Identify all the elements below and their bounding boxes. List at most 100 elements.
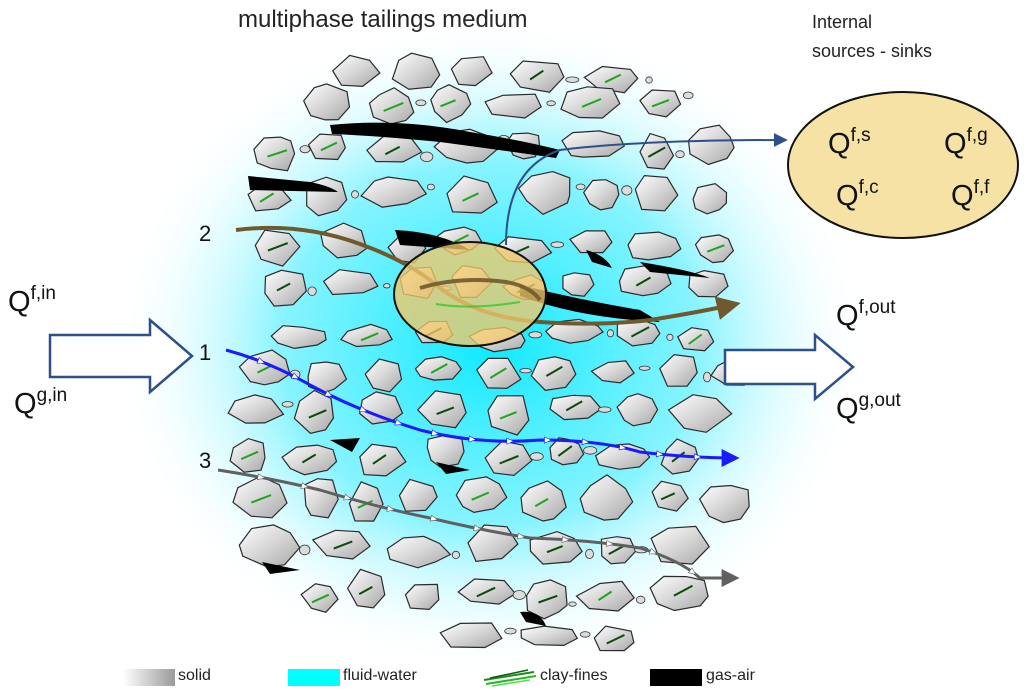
- path-label-3: 3: [199, 448, 212, 473]
- flow-marker: [618, 443, 628, 451]
- clay-streak: [384, 145, 401, 156]
- path-label-2: 2: [199, 221, 212, 246]
- clay-streak: [581, 98, 602, 108]
- flow-marker: [544, 436, 553, 444]
- solid-grain: [232, 475, 288, 519]
- solid-grain: [386, 535, 452, 569]
- clay-streak: [630, 326, 650, 338]
- solid-grain: [360, 176, 428, 208]
- solid-grain: [391, 52, 441, 90]
- clay-streak: [259, 192, 275, 203]
- solid-grain: [590, 360, 635, 384]
- fine-grain: [504, 627, 517, 635]
- clay-streak: [499, 411, 517, 420]
- solid-grain: [659, 353, 698, 387]
- clay-streak: [430, 363, 448, 374]
- solid-grain: [692, 183, 728, 215]
- flow-marker: [655, 450, 665, 458]
- fine-grain: [645, 76, 653, 84]
- solid-grain: [293, 389, 335, 434]
- clay-streak: [436, 406, 455, 416]
- solid-grain: [416, 390, 467, 429]
- source-term-fs: Qf,s: [828, 125, 871, 160]
- solid-grain: [439, 622, 503, 649]
- flow-marker: [430, 429, 440, 437]
- fine-grain: [519, 368, 532, 374]
- solid-grain: [561, 130, 626, 158]
- solid-grain: [270, 325, 327, 350]
- clay-streak: [276, 282, 291, 292]
- solid-grain: [307, 361, 348, 394]
- flow-marker: [648, 547, 658, 555]
- solid-grain: [359, 443, 407, 477]
- solid-grain: [688, 269, 729, 298]
- source-term-ff: Qf,f: [951, 177, 990, 212]
- solid-grain: [582, 179, 620, 211]
- clay-streak: [597, 590, 613, 602]
- solid-grain: [484, 440, 533, 477]
- flow-marker: [386, 505, 395, 512]
- flow-marker: [394, 418, 404, 426]
- solid-grain: [227, 394, 285, 424]
- clay-streak: [557, 445, 573, 457]
- clay-streak: [606, 634, 625, 645]
- gas-air-streaks: [248, 122, 710, 626]
- clay-streak: [471, 491, 490, 501]
- flow-marker: [506, 437, 515, 445]
- flow-marker: [517, 532, 526, 540]
- flow-marker: [687, 567, 697, 575]
- flow-marker: [358, 405, 368, 412]
- clay-streak: [440, 99, 456, 108]
- solid-grain: [446, 175, 498, 214]
- fine-grain: [597, 406, 612, 413]
- clay-streak: [476, 586, 496, 598]
- clay-streak: [360, 332, 379, 342]
- clay-streak: [489, 367, 507, 379]
- flow-marker: [290, 372, 300, 380]
- solid-grain: [520, 625, 579, 647]
- fine-grain: [420, 151, 434, 163]
- clay-streak: [301, 453, 317, 464]
- flow-path-3-markers: [256, 473, 697, 575]
- fine-grain: [351, 190, 359, 199]
- sources-sinks-ellipse: [787, 91, 1019, 239]
- fine-grain: [383, 283, 391, 289]
- fine-grain: [512, 590, 526, 600]
- clay-streak: [320, 141, 338, 152]
- solid-grain: [484, 93, 542, 119]
- solid-grain: [281, 444, 338, 476]
- clay-streak: [651, 99, 670, 108]
- clay-streak: [240, 450, 259, 461]
- flow-marker: [473, 524, 482, 532]
- clay-streak: [647, 146, 666, 158]
- flow-marker: [468, 435, 477, 443]
- fine-grain: [606, 329, 614, 338]
- clay-streak: [546, 545, 564, 554]
- clay-streak: [604, 73, 622, 84]
- solid-grain: [339, 323, 393, 348]
- clay-streak: [534, 498, 549, 508]
- clay-streak: [267, 242, 289, 252]
- solid-grain: [667, 394, 733, 433]
- flow-marker: [256, 473, 266, 481]
- solid-grain: [404, 583, 440, 611]
- solid-grain: [698, 484, 750, 524]
- fine-grain: [621, 185, 633, 196]
- solid-grain: [509, 60, 565, 93]
- solid-grain: [364, 358, 403, 393]
- fine-grain: [568, 601, 577, 607]
- clay-streak: [706, 244, 725, 253]
- fine-grain: [528, 331, 543, 339]
- solid-grain: [530, 356, 577, 391]
- fine-grain: [281, 401, 294, 408]
- inflow-fluid-label: Qf,in: [8, 283, 56, 318]
- flow-marker: [429, 514, 439, 522]
- clay-streak: [358, 586, 373, 595]
- flow-marker: [693, 453, 703, 461]
- clay-streak: [311, 593, 330, 604]
- clay-streak: [308, 409, 327, 419]
- outflow-gas-label: Qg,out: [836, 390, 901, 425]
- solid-grain: [517, 170, 571, 216]
- solid-grains: [227, 52, 757, 652]
